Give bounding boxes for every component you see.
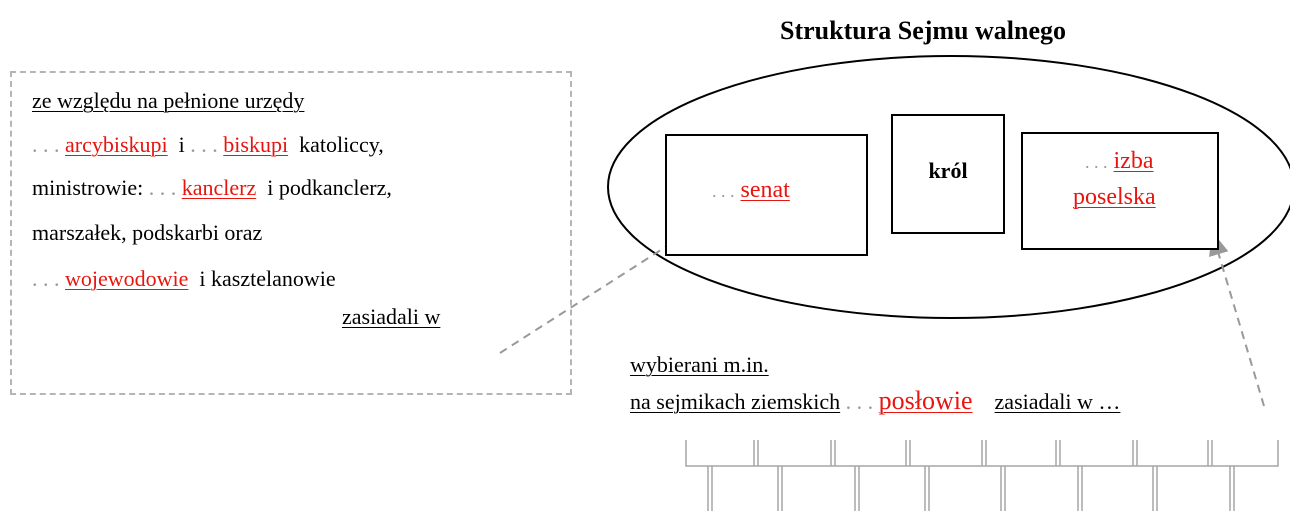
answer-biskupi: biskupi xyxy=(223,132,289,157)
diagram-title: Struktura Sejmu walnego xyxy=(780,16,1067,45)
krol-label: król xyxy=(928,158,968,183)
blank-dots: . . . xyxy=(712,181,735,201)
answer-kanclerz: kanclerz xyxy=(181,175,257,200)
officials-line-4: . . . wojewodowie i kasztelanowie xyxy=(32,266,336,292)
answer-senat: senat xyxy=(740,177,790,203)
text-sejmiki: na sejmikach ziemskich xyxy=(630,389,841,414)
blank-dots: . . . xyxy=(32,266,60,291)
krol-box xyxy=(891,114,1005,234)
officials-line-1: . . . arcybiskupi i . . . biskupi katoli… xyxy=(32,132,384,158)
officials-line-2: ministrowie: . . . kanclerz i podkancler… xyxy=(32,175,392,201)
arrow-to-senat xyxy=(499,227,696,354)
text-kasztelanowie: i kasztelanowie xyxy=(199,266,336,291)
officials-heading: ze względu na pełnione urzędy xyxy=(32,88,305,113)
sejm-ellipse xyxy=(607,55,1290,319)
arrow-to-izba xyxy=(1209,231,1265,407)
senat-label: . . . senat xyxy=(712,177,790,204)
text-zasiadali: zasiadali w … xyxy=(994,389,1121,414)
izba-box xyxy=(1021,132,1219,250)
bottom-line-1: wybierani m.in. xyxy=(630,352,769,377)
text-ministrowie: ministrowie: xyxy=(32,175,144,200)
senat-box xyxy=(665,134,868,256)
izba-label-line-1: . . . izba xyxy=(1085,148,1153,175)
text-podkanclerz: i podkanclerz, xyxy=(267,175,392,200)
officials-line-3: marszałek, podskarbi oraz xyxy=(32,220,263,245)
fence-decoration xyxy=(685,440,1279,511)
blank-dots: . . . xyxy=(1085,152,1108,172)
answer-izba: izba xyxy=(1113,148,1154,174)
answer-poselska: poselska xyxy=(1073,184,1156,210)
answer-poslowie: posłowie xyxy=(878,386,973,415)
blank-dots: . . . xyxy=(32,132,60,157)
blank-dots: . . . xyxy=(148,175,177,200)
answer-arcybiskupi: arcybiskupi xyxy=(65,132,168,157)
officials-line-5: zasiadali w xyxy=(342,304,441,329)
answer-wojewodowie: wojewodowie xyxy=(65,266,189,291)
blank-dots: . . . xyxy=(190,132,218,157)
blank-dots: . . . xyxy=(845,389,874,414)
text-i: i xyxy=(178,132,185,157)
officials-box xyxy=(10,71,572,395)
bottom-line-2: na sejmikach ziemskich . . . posłowie za… xyxy=(630,386,1120,416)
text-katoliccy: katoliccy, xyxy=(299,132,384,157)
